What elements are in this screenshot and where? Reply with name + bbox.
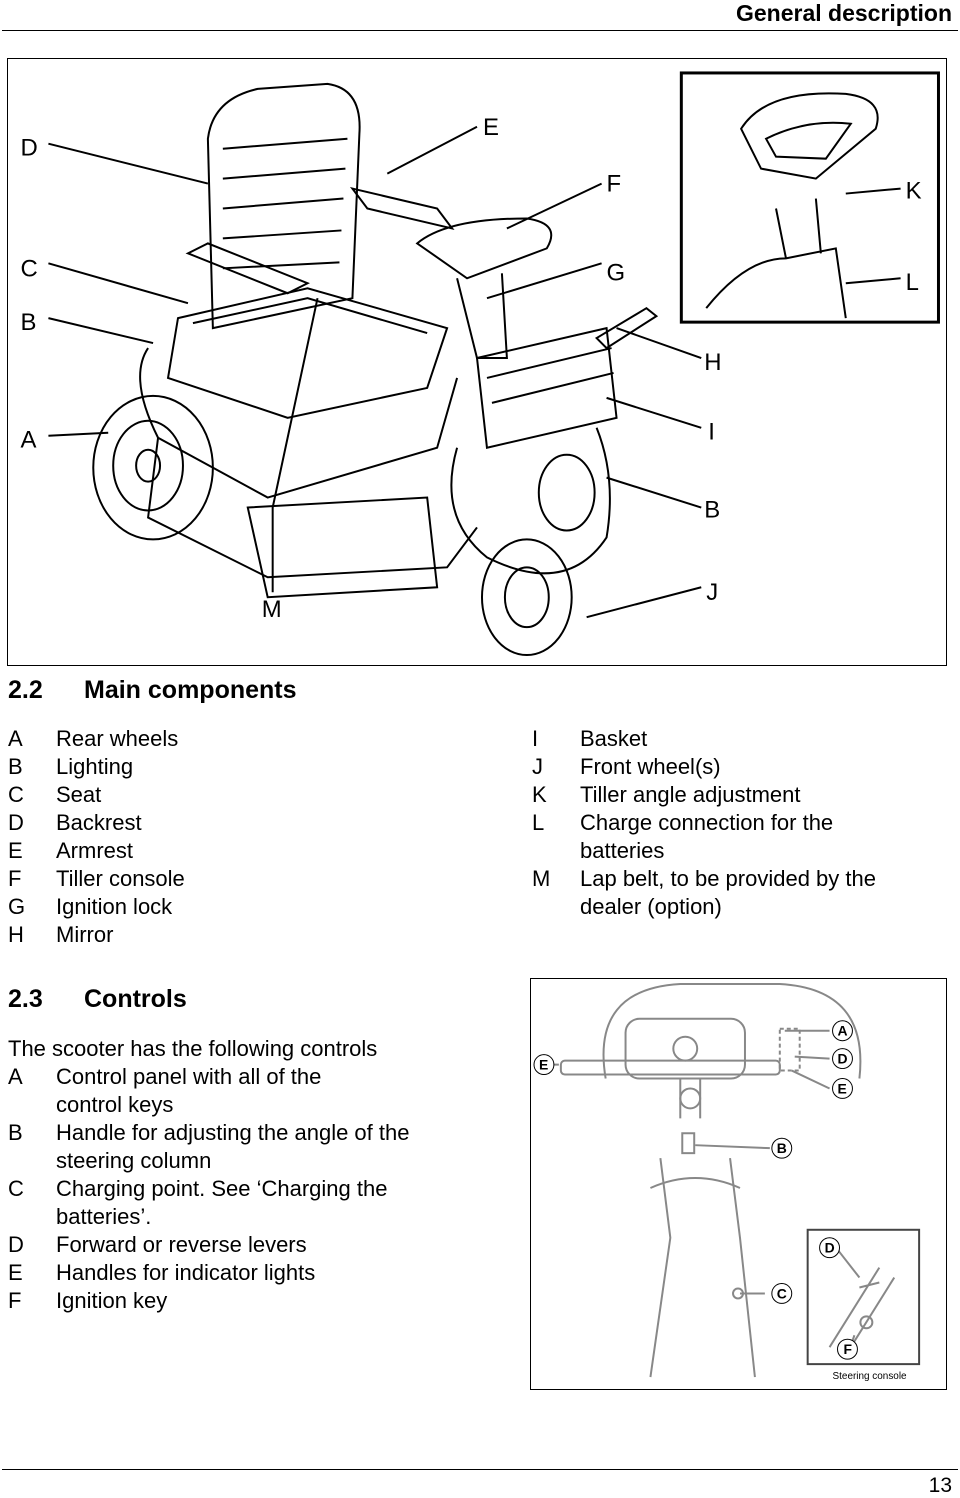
controls-drawing: A D E E B C D F Steering console bbox=[533, 982, 921, 1382]
header-title: General description bbox=[735, 0, 952, 26]
item-key: C bbox=[8, 1176, 24, 1201]
list-item: C Seat bbox=[8, 781, 436, 809]
section-2-3-heading: 2.3 Controls bbox=[8, 985, 187, 1014]
callout-k: K bbox=[906, 178, 922, 205]
section-2-2-title: Main components bbox=[84, 676, 297, 704]
list-item: G Ignition lock bbox=[8, 893, 436, 921]
callout-a: A bbox=[21, 427, 37, 454]
item-text: Backrest bbox=[56, 810, 142, 835]
list-item: M Lap belt, to be provided by the dealer … bbox=[532, 865, 940, 921]
list-item: L Charge connection for the batteries bbox=[532, 809, 940, 865]
list-item: C Charging point. See ‘Charging the batte… bbox=[8, 1175, 436, 1231]
item-text: Mirror bbox=[56, 922, 114, 947]
item-key: K bbox=[532, 782, 547, 807]
item-key: A bbox=[8, 726, 23, 751]
list-item: B Handle for adjusting the angle of the s… bbox=[8, 1119, 436, 1175]
section-2-3-number: 2.3 bbox=[8, 985, 43, 1013]
callout-j: J bbox=[706, 579, 718, 606]
callout-h: H bbox=[704, 349, 721, 376]
item-key: M bbox=[532, 866, 551, 891]
item-text: Tiller console bbox=[56, 866, 185, 891]
item-key: D bbox=[8, 1232, 24, 1257]
item-text: Seat bbox=[56, 782, 102, 807]
list-item: F Ignition key bbox=[8, 1287, 436, 1315]
item-key: B bbox=[8, 754, 23, 779]
item-key: G bbox=[8, 894, 26, 919]
callout-d: D bbox=[838, 1051, 848, 1067]
item-key: J bbox=[532, 754, 543, 779]
controls-intro: The scooter has the following controls bbox=[8, 1036, 378, 1061]
controls-list: A Control panel with all of the control k… bbox=[8, 1063, 436, 1315]
callout-c: C bbox=[21, 255, 38, 282]
list-item: D Backrest bbox=[8, 809, 436, 837]
components-list-right: I Basket J Front wheel(s) K Tiller angle ad… bbox=[532, 725, 940, 921]
item-text: Rear wheels bbox=[56, 726, 179, 751]
item-text: Forward or reverse levers bbox=[56, 1232, 307, 1257]
section-2-2-heading: 2.2 Main components bbox=[8, 676, 297, 705]
item-key: A bbox=[8, 1064, 23, 1089]
scooter-illustration: D E F G C B A M H I B J K L bbox=[7, 58, 947, 666]
callout-b: B bbox=[21, 309, 37, 336]
callout-m: M bbox=[262, 596, 282, 623]
components-list-left: A Rear wheels B Lighting C Seat D Backrest E… bbox=[8, 725, 436, 949]
steering-console-caption: Steering console bbox=[833, 1371, 907, 1382]
item-text: Handle for adjusting the angle of the st… bbox=[56, 1120, 410, 1173]
callout-e: E bbox=[838, 1080, 847, 1096]
item-text: Ignition lock bbox=[56, 894, 173, 919]
list-item: E Handles for indicator lights bbox=[8, 1259, 436, 1287]
scooter-drawing: D E F G C B A M H I B J K L bbox=[21, 71, 940, 657]
item-text: Charging point. See ‘Charging the batter… bbox=[56, 1176, 388, 1229]
item-key: C bbox=[8, 782, 24, 807]
item-text: Charge connection for the batteries bbox=[580, 810, 834, 863]
list-item: E Armrest bbox=[8, 837, 436, 865]
item-key: F bbox=[8, 866, 22, 891]
list-item: A Control panel with all of the control k… bbox=[8, 1063, 436, 1119]
callout-b2: B bbox=[704, 496, 720, 523]
item-key: F bbox=[8, 1288, 22, 1313]
callout-b: B bbox=[777, 1140, 787, 1156]
item-key: L bbox=[532, 810, 545, 835]
list-item: I Basket bbox=[532, 725, 940, 753]
callout-d2: D bbox=[825, 1240, 835, 1256]
callout-g: G bbox=[607, 259, 626, 286]
page-number: 13 bbox=[928, 1474, 952, 1497]
callout-e2: E bbox=[539, 1057, 548, 1073]
list-item: D Forward or reverse levers bbox=[8, 1231, 436, 1259]
callout-a: A bbox=[838, 1023, 848, 1039]
section-2-2-number: 2.2 bbox=[8, 676, 43, 704]
list-item: B Lighting bbox=[8, 753, 436, 781]
callout-i: I bbox=[708, 419, 715, 446]
item-text: Armrest bbox=[56, 838, 133, 863]
item-text: Control panel with all of the control ke… bbox=[56, 1064, 322, 1117]
item-text: Lap belt, to be provided by the dealer (… bbox=[580, 866, 876, 919]
controls-illustration: A D E E B C D F Steering console bbox=[530, 978, 947, 1390]
callout-f: F bbox=[607, 171, 622, 198]
list-item: F Tiller console bbox=[8, 865, 436, 893]
header-divider bbox=[2, 30, 958, 31]
item-text: Front wheel(s) bbox=[580, 754, 721, 779]
item-text: Ignition key bbox=[56, 1288, 168, 1313]
list-item: H Mirror bbox=[8, 921, 436, 949]
item-key: H bbox=[8, 922, 24, 947]
callout-d: D bbox=[21, 135, 38, 162]
callout-l: L bbox=[906, 269, 919, 296]
item-text: Tiller angle adjustment bbox=[580, 782, 801, 807]
section-2-3-title: Controls bbox=[84, 985, 187, 1013]
list-item: K Tiller angle adjustment bbox=[532, 781, 940, 809]
item-text: Basket bbox=[580, 726, 648, 751]
item-key: E bbox=[8, 1260, 23, 1285]
item-key: E bbox=[8, 838, 23, 863]
list-item: A Rear wheels bbox=[8, 725, 436, 753]
item-text: Handles for indicator lights bbox=[56, 1260, 316, 1285]
callout-c: C bbox=[777, 1285, 787, 1301]
callout-f: F bbox=[843, 1341, 852, 1357]
item-key: D bbox=[8, 810, 24, 835]
item-text: Lighting bbox=[56, 754, 134, 779]
footer-divider bbox=[2, 1469, 958, 1470]
list-item: J Front wheel(s) bbox=[532, 753, 940, 781]
item-key: I bbox=[532, 726, 539, 751]
callout-e: E bbox=[483, 114, 499, 141]
item-key: B bbox=[8, 1120, 23, 1145]
